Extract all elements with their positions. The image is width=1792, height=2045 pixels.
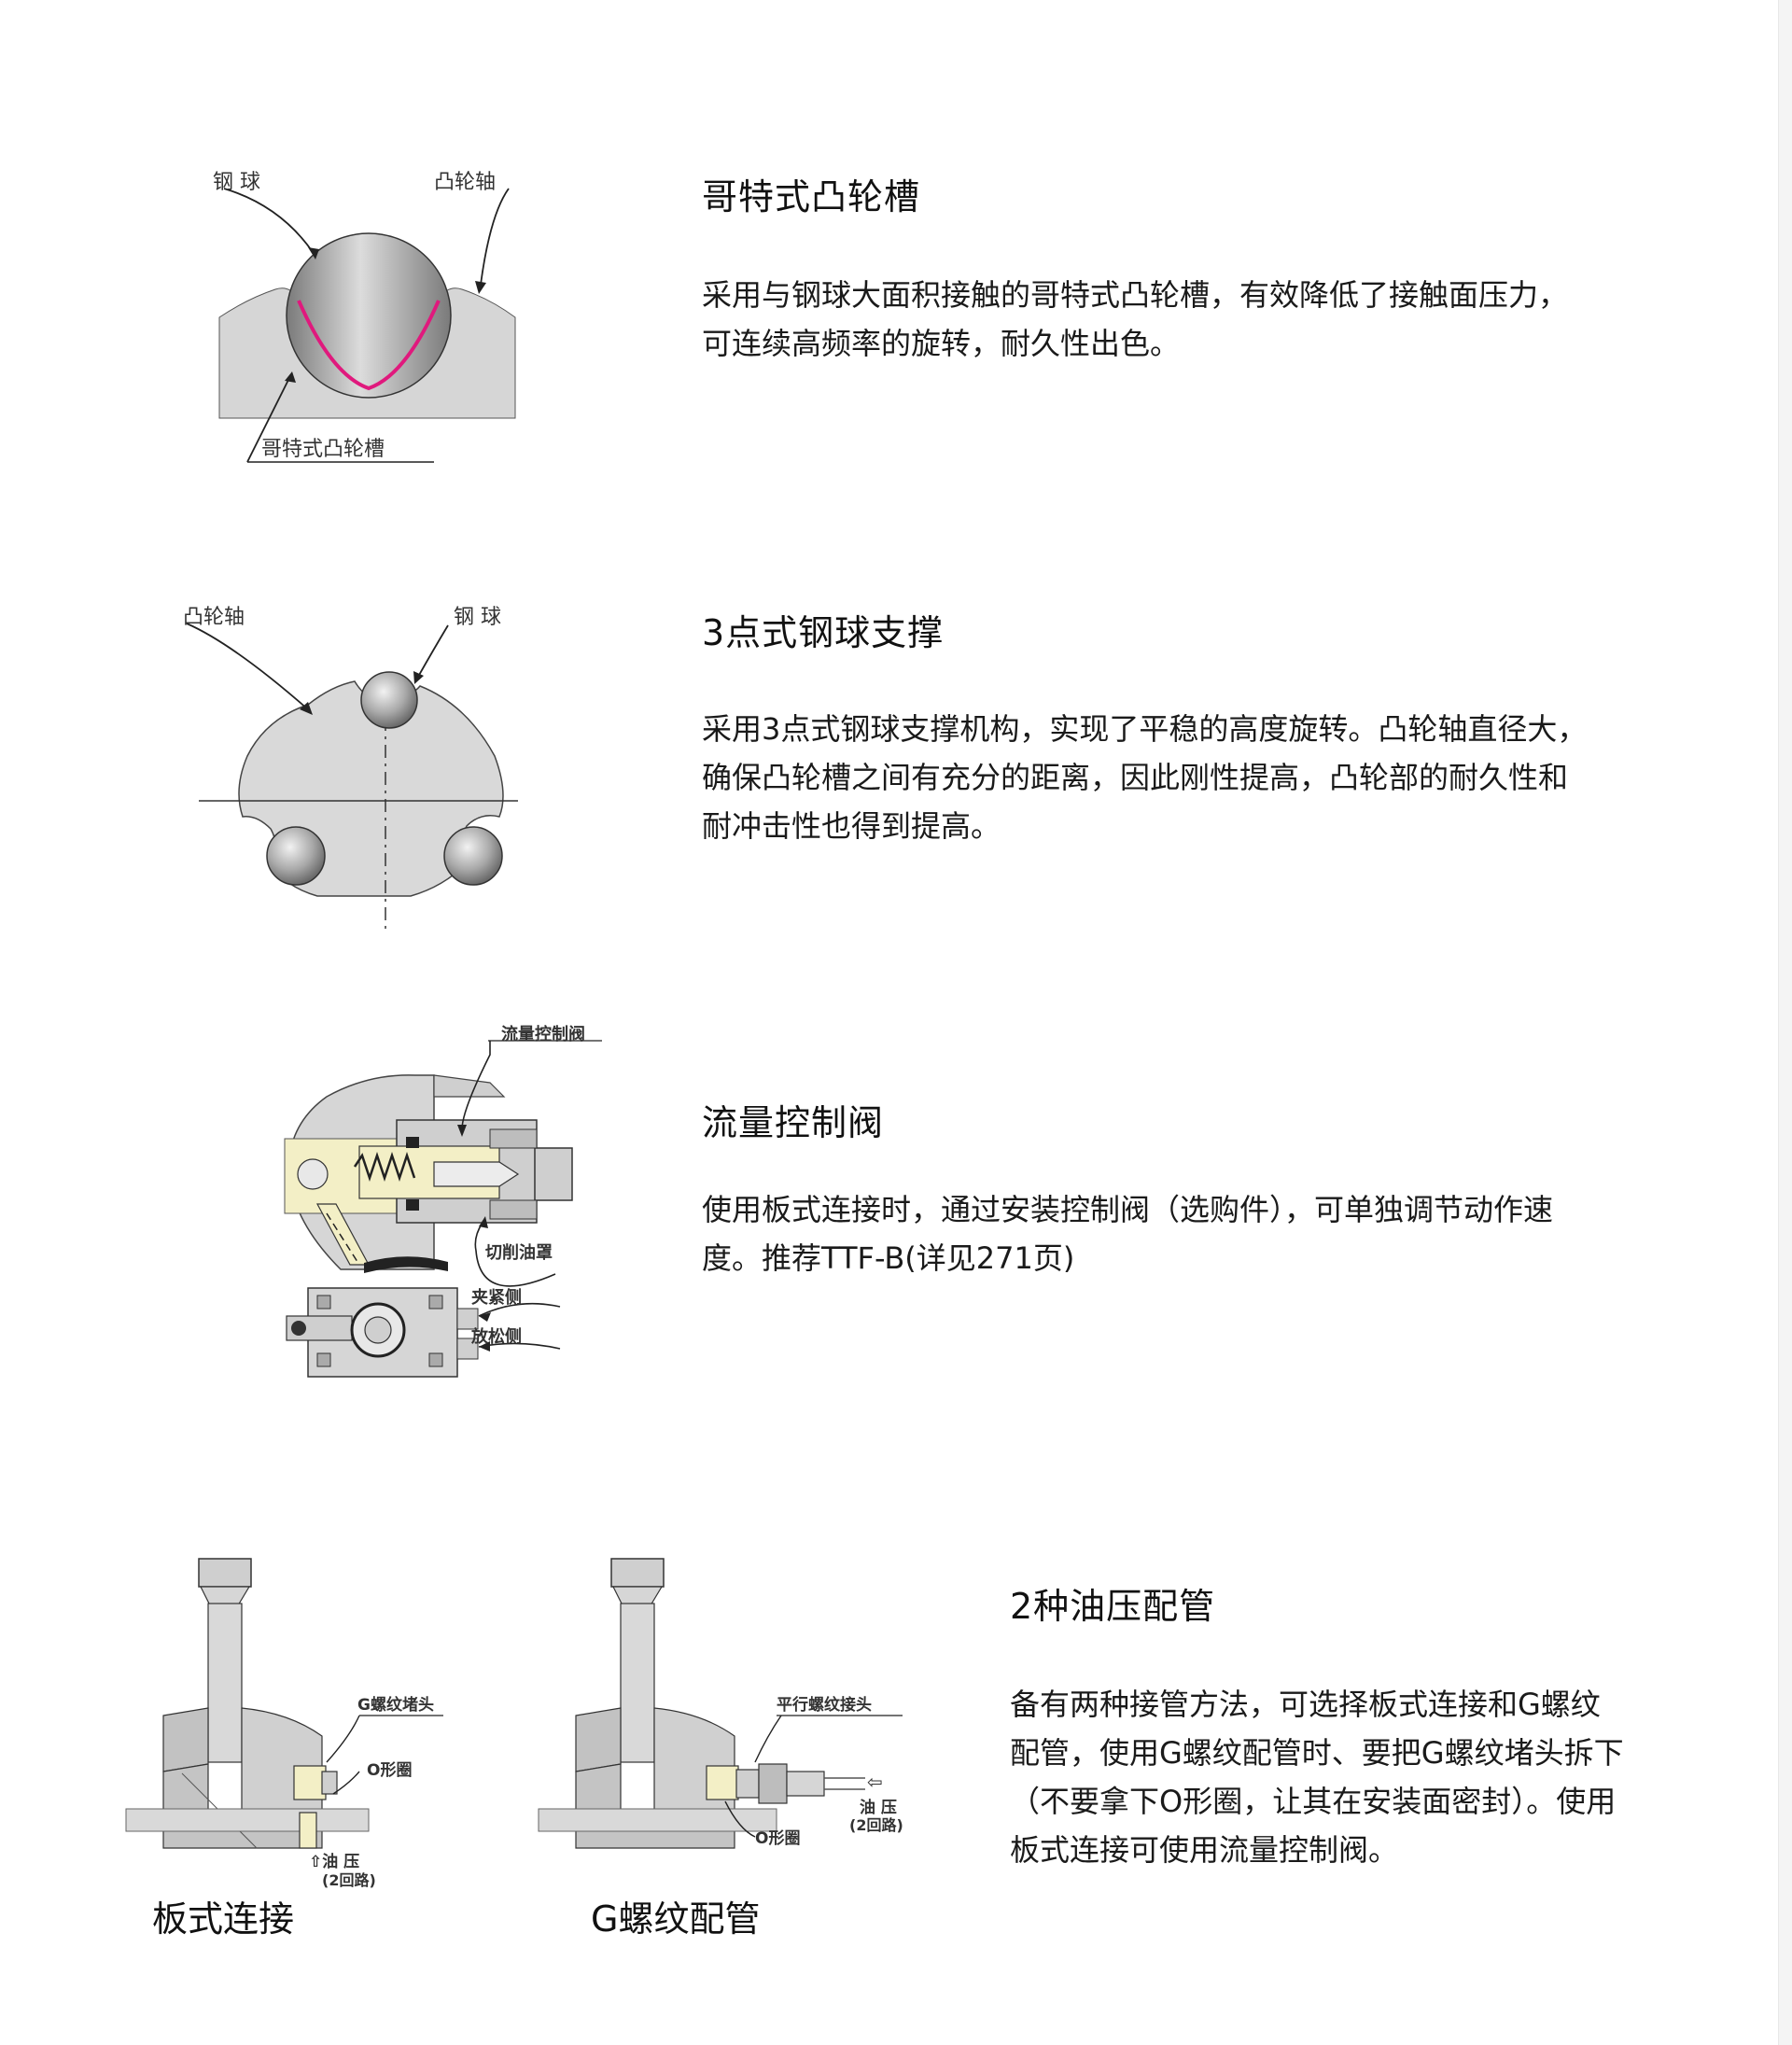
body-line: 度。推荐TTF-B(详见271页) bbox=[702, 1240, 1075, 1276]
body-line: 采用与钢球大面积接触的哥特式凸轮槽，有效降低了接触面压力， bbox=[702, 277, 1569, 313]
oil-arrow-icon: ⇦ bbox=[867, 1771, 883, 1793]
section-title-hydraulic-piping: 2种油压配管 bbox=[1010, 1586, 1216, 1627]
label-circuit: (2回路) bbox=[322, 1871, 376, 1889]
body-line: 耐冲击性也得到提高。 bbox=[702, 808, 1001, 844]
section-body-three-point: 采用3点式钢球支撑机构，实现了平稳的高度旋转。凸轮轴直径大， 确保凸轮槽之间有充… bbox=[702, 705, 1587, 850]
body-line: 确保凸轮槽之间有充分的距离，因此刚性提高，凸轮部的耐久性和 bbox=[702, 760, 1569, 795]
body-line: 备有两种接管方法，可选择板式连接和G螺纹 bbox=[1010, 1687, 1601, 1722]
g-thread-piping-diagram: 平行螺纹接头 O形圈 ⇦ 油 压 (2回路) bbox=[538, 1549, 931, 1857]
label-release-side: 放松侧 bbox=[470, 1326, 522, 1347]
label-g-plug: G螺纹堵头 bbox=[357, 1695, 434, 1715]
body-line: （不要拿下O形圈，让其在安装面密封）。使用 bbox=[1010, 1784, 1617, 1819]
label-parallel-joint: 平行螺纹接头 bbox=[777, 1695, 872, 1715]
body-line: 板式连接可使用流量控制阀。 bbox=[1010, 1832, 1399, 1868]
scrollbar-track[interactable] bbox=[1778, 0, 1792, 2045]
plate-connection-diagram: G螺纹堵头 O形圈 ⇧油 压 (2回路) bbox=[125, 1549, 481, 1895]
caption-g-thread-piping: G螺纹配管 bbox=[591, 1898, 761, 1940]
section-title-flow-valve: 流量控制阀 bbox=[702, 1102, 885, 1143]
groove-highlight bbox=[297, 300, 441, 391]
body-line: 配管，使用G螺纹配管时、要把G螺纹堵头拆下 bbox=[1010, 1735, 1624, 1771]
label-cam-shaft: 凸轮轴 bbox=[183, 606, 245, 629]
label-cam-shaft: 凸轮轴 bbox=[434, 171, 496, 194]
steel-ball-top bbox=[360, 671, 418, 729]
label-clamp-side: 夹紧侧 bbox=[471, 1287, 522, 1308]
label-steel-ball: 钢 球 bbox=[213, 171, 260, 194]
label-oil-pressure: ⇧油 压 bbox=[309, 1852, 359, 1871]
section-title-three-point: 3点式钢球支撑 bbox=[702, 612, 945, 653]
label-gothic-groove: 哥特式凸轮槽 bbox=[261, 438, 385, 461]
section-title-gothic-groove: 哥特式凸轮槽 bbox=[702, 176, 921, 217]
label-o-ring: O形圈 bbox=[755, 1828, 800, 1848]
steel-ball-left bbox=[266, 826, 326, 886]
label-o-ring: O形圈 bbox=[367, 1760, 412, 1780]
label-oil-cover: 切削油罩 bbox=[485, 1242, 553, 1263]
section-body-flow-valve: 使用板式连接时，通过安装控制阀（选购件），可单独调节动作速 度。推荐TTF-B(… bbox=[702, 1185, 1553, 1282]
gothic-groove-diagram: 钢 球 凸轮轴 哥特式凸轮槽 bbox=[168, 159, 560, 476]
steel-ball-right bbox=[443, 826, 503, 886]
body-line: 可连续高频率的旋转，耐久性出色。 bbox=[702, 326, 1181, 361]
label-circuit: (2回路) bbox=[849, 1816, 903, 1834]
steel-ball-shape bbox=[286, 232, 452, 399]
body-line: 采用3点式钢球支撑机构，实现了平稳的高度旋转。凸轮轴直径大， bbox=[702, 711, 1588, 747]
flow-valve-diagram: 流量控制阀 切削油罩 夹紧侧 放松侧 bbox=[238, 1024, 630, 1381]
section-body-hydraulic-piping: 备有两种接管方法，可选择板式连接和G螺纹 配管，使用G螺纹配管时、要把G螺纹堵头… bbox=[1010, 1680, 1624, 1874]
label-flow-valve: 流量控制阀 bbox=[501, 1024, 585, 1044]
label-oil-pressure: 油 压 bbox=[860, 1798, 897, 1817]
three-point-support-diagram: 凸轮轴 钢 球 bbox=[168, 588, 560, 943]
section-body-gothic-groove: 采用与钢球大面积接触的哥特式凸轮槽，有效降低了接触面压力， 可连续高频率的旋转，… bbox=[702, 271, 1568, 368]
label-steel-ball: 钢 球 bbox=[454, 606, 501, 629]
body-line: 使用板式连接时，通过安装控制阀（选购件），可单独调节动作速 bbox=[702, 1192, 1554, 1227]
caption-plate-connection: 板式连接 bbox=[152, 1898, 295, 1940]
